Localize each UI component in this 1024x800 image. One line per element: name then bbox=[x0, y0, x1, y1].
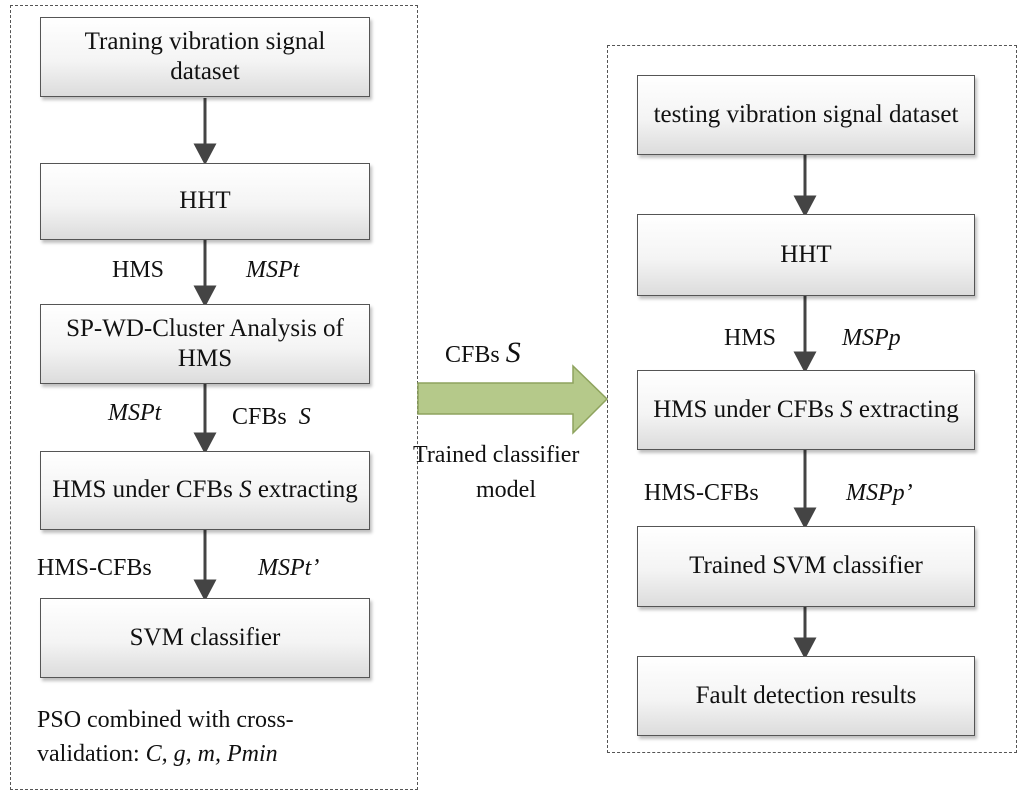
svm-classifier-text: SVM classifier bbox=[129, 623, 281, 651]
testing-hht-box: HHT bbox=[637, 214, 975, 296]
test-label-hms: HMS bbox=[724, 325, 777, 351]
training-dataset-text: Traning vibration signal dataset bbox=[84, 27, 326, 86]
pso-line-1: PSO combined with cross- bbox=[37, 707, 294, 733]
transfer-cfbs-label: CFBs S bbox=[445, 336, 521, 369]
label-hms: HMS bbox=[112, 257, 165, 283]
label-mspt-1: MSPt bbox=[246, 257, 300, 283]
cluster-analysis-box: SP-WD-Cluster Analysis of HMS bbox=[40, 304, 370, 384]
fault-results-text: Fault detection results bbox=[695, 681, 917, 709]
testing-dataset-box: testing vibration signal dataset bbox=[637, 75, 975, 155]
testing-flow-arrows bbox=[793, 155, 817, 660]
training-hht-text: HHT bbox=[179, 187, 231, 215]
testing-extract-text: HMS under CFBs S extracting bbox=[653, 395, 959, 423]
trained-svm-text: Trained SVM classifier bbox=[689, 552, 923, 580]
testing-extract-box: HMS under CFBs S extracting bbox=[637, 370, 975, 450]
training-dataset-box: Traning vibration signal dataset bbox=[40, 17, 370, 97]
transfer-model-line-1: Trained classifier bbox=[413, 442, 580, 468]
pso-params: C, g, m, Pmin bbox=[145, 741, 278, 767]
testing-hht-text: HHT bbox=[780, 240, 832, 268]
label-mspt-2: MSPt bbox=[108, 400, 162, 426]
training-extract-text: HMS under CFBs S extracting bbox=[52, 476, 358, 504]
fault-results-box: Fault detection results bbox=[637, 656, 975, 736]
training-extract-box: HMS under CFBs S extracting bbox=[40, 451, 370, 530]
label-mspt-prime: MSPt’ bbox=[258, 555, 320, 581]
training-hht-box: HHT bbox=[40, 163, 370, 240]
pso-line-2: validation: C, g, m, Pmin bbox=[37, 741, 278, 767]
label-hms-cfbs: HMS-CFBs bbox=[37, 555, 152, 581]
trained-svm-box: Trained SVM classifier bbox=[637, 526, 975, 607]
svm-classifier-box: SVM classifier bbox=[40, 598, 370, 678]
transfer-model-line-2: model bbox=[476, 477, 536, 503]
test-label-mspp-prime: MSPp’ bbox=[846, 480, 913, 506]
label-cfbs: CFBs S bbox=[232, 404, 311, 430]
transfer-arrow bbox=[417, 364, 609, 435]
test-label-hms-cfbs: HMS-CFBs bbox=[644, 480, 759, 506]
testing-dataset-text: testing vibration signal dataset bbox=[653, 100, 959, 128]
training-flow-arrows bbox=[193, 98, 217, 602]
test-label-mspp: MSPp bbox=[842, 325, 901, 351]
cluster-analysis-text: SP-WD-Cluster Analysis of HMS bbox=[66, 314, 344, 373]
